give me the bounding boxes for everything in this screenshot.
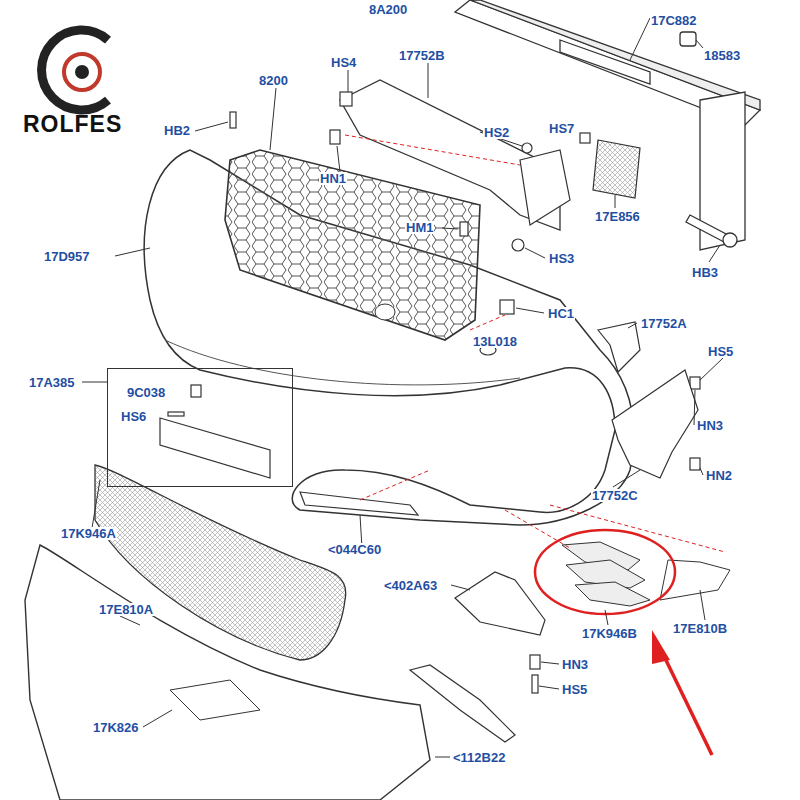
callout-number: 17E810A	[98, 603, 154, 616]
callout-number: 18583	[703, 49, 741, 62]
callout-number: 17D957	[43, 250, 91, 263]
callout-number: 17K946B	[581, 627, 638, 640]
callout-number: 17E810B	[672, 622, 728, 635]
callout-number: HS2	[483, 126, 510, 139]
callout-number: 13L018	[472, 335, 518, 348]
callout-number: 17752C	[591, 489, 639, 502]
callout-number: HM1	[405, 221, 434, 234]
callout-number: HN3	[696, 419, 724, 432]
callout-number: HS7	[548, 122, 575, 135]
callout-number: 17K826	[92, 721, 140, 734]
callout-number: <044C60	[327, 543, 382, 556]
logo-icon	[42, 30, 108, 110]
callout-group-box: 9C038HS6	[107, 368, 293, 487]
callout-number: HN1	[319, 172, 347, 185]
callout-number: HS6	[120, 410, 147, 423]
callout-number: HN2	[705, 469, 733, 482]
callout-number: 8A200	[368, 3, 408, 16]
callout-number: 17752A	[640, 317, 688, 330]
callout-number: HN3	[561, 658, 589, 671]
brand-logo: ROLFES	[22, 113, 123, 136]
callout-number: <402A63	[383, 579, 438, 592]
callout-number: HS5	[561, 683, 588, 696]
callout-number: HS4	[330, 56, 357, 69]
callout-number: <112B22	[452, 751, 506, 764]
callout-number: 8200	[258, 74, 289, 87]
callout-number: 17C882	[650, 14, 698, 27]
callout-number: HB2	[163, 124, 191, 137]
callout-number: HC1	[547, 307, 575, 320]
callout-number: 17752B	[398, 49, 446, 62]
callout-number: HB3	[691, 266, 719, 279]
callout-number: 17E856	[594, 210, 641, 223]
callout-number: 17K946A	[60, 527, 117, 540]
callout-number: HS3	[548, 252, 575, 265]
callout-number: 9C038	[126, 386, 166, 399]
callout-number: 17A385	[28, 376, 76, 389]
callout-number: HS5	[707, 345, 734, 358]
